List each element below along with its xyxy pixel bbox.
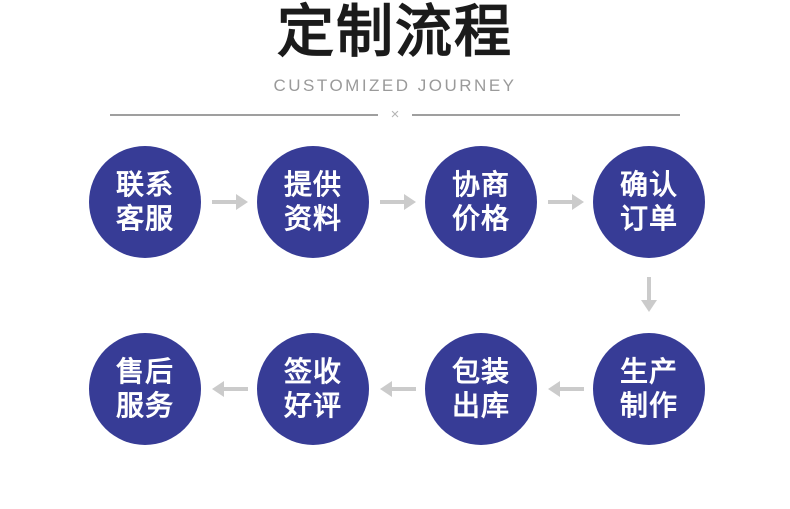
- step-label-line: 售后: [115, 356, 174, 387]
- step-label-line: 客服: [115, 203, 174, 234]
- step-label-line: 订单: [619, 203, 678, 234]
- divider-line-right: [412, 114, 681, 116]
- step-provide-materials: 提供 资料: [257, 146, 369, 258]
- step-confirm-order: 确认 订单: [593, 146, 705, 258]
- divider-x-mark: ×: [390, 106, 400, 123]
- step-sign-good-review: 签收 好评: [257, 333, 369, 445]
- step-label-line: 提供: [283, 169, 342, 200]
- step-label-line: 包装: [451, 356, 510, 387]
- step-pack-ship-out: 包装 出库: [425, 333, 537, 445]
- step-label-line: 生产: [619, 356, 678, 387]
- step-after-sales-service: 售后 服务: [89, 333, 201, 445]
- arrow-down-icon: [641, 277, 657, 312]
- step-label-line: 签收: [283, 356, 342, 387]
- step-label-line: 好评: [283, 390, 342, 421]
- arrow-right-icon: [380, 194, 416, 210]
- step-label-line: 出库: [451, 390, 510, 421]
- step-negotiate-price: 协商 价格: [425, 146, 537, 258]
- arrow-right-icon: [548, 194, 584, 210]
- arrow-left-icon: [548, 381, 584, 397]
- step-label-line: 价格: [451, 203, 510, 234]
- step-label-line: 确认: [619, 169, 678, 200]
- header: 定制流程 CUSTOMIZED JOURNEY ×: [0, 0, 790, 122]
- step-label-line: 协商: [451, 169, 510, 200]
- step-contact-service: 联系 客服: [89, 146, 201, 258]
- step-label-line: 资料: [283, 203, 342, 234]
- step-production-making: 生产 制作: [593, 333, 705, 445]
- divider: ×: [110, 106, 681, 123]
- page-title: 定制流程: [277, 0, 513, 64]
- arrow-left-icon: [380, 381, 416, 397]
- arrow-left-icon: [212, 381, 248, 397]
- arrow-right-icon: [212, 194, 248, 210]
- step-label-line: 联系: [115, 169, 174, 200]
- divider-line-left: [110, 114, 378, 116]
- page-subtitle: CUSTOMIZED JOURNEY: [273, 76, 517, 95]
- step-label-line: 服务: [115, 390, 174, 421]
- step-label-line: 制作: [619, 390, 678, 421]
